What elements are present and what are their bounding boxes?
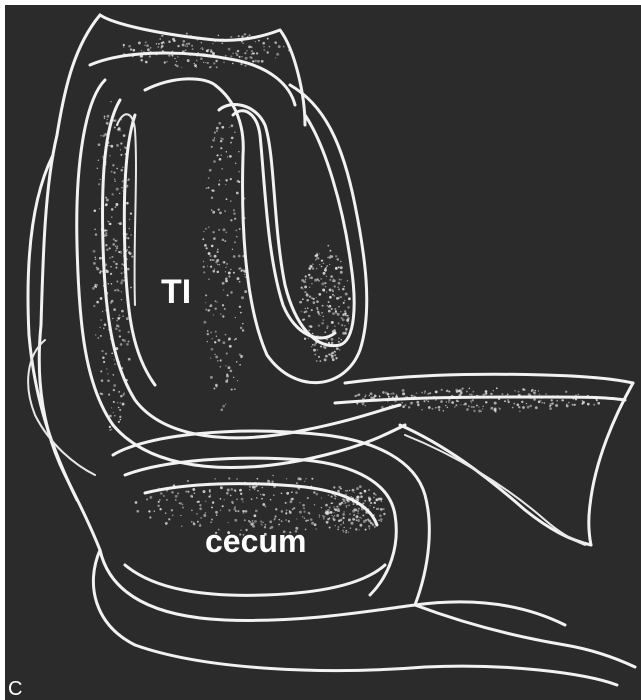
label-cecum: cecum — [205, 523, 306, 560]
ti-inner-loop — [103, 100, 400, 438]
cecum-base — [125, 565, 385, 595]
panel-letter: C — [8, 678, 22, 700]
top-loop-edge — [100, 15, 305, 125]
ti-lumen-left — [124, 115, 155, 385]
illustration-panel: TI cecum C — [5, 5, 641, 700]
ileum-tail-inner — [335, 397, 625, 403]
appendix-lower-edge — [415, 605, 635, 667]
bowel-diagram — [5, 5, 641, 700]
ileum-tail-fold — [405, 435, 585, 545]
ileum-tail-end — [589, 383, 633, 545]
ileum-tail-top — [345, 374, 633, 383]
label-terminal-ileum: TI — [161, 273, 191, 312]
cecum-lumen-top — [145, 484, 377, 525]
outer-bowel-wall — [39, 15, 617, 685]
